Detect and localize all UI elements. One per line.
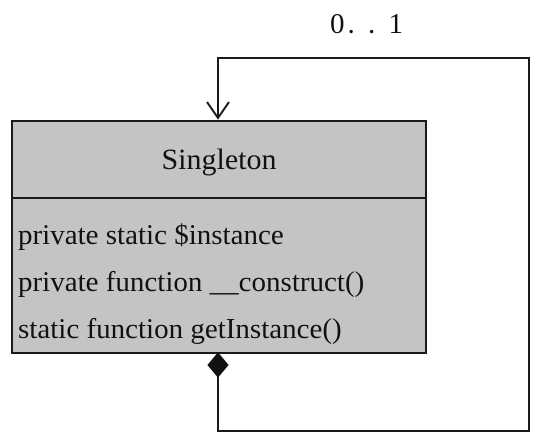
singleton-class-box: Singleton private static $instance priva… <box>11 120 427 354</box>
class-members: private static $instance private functio… <box>13 199 425 353</box>
member-get-instance: static function getInstance() <box>18 313 342 345</box>
composition-diamond <box>207 352 229 378</box>
multiplicity-label: 0. . 1 <box>330 8 406 40</box>
member-instance-field: private static $instance <box>18 219 284 251</box>
member-constructor: private function __construct() <box>18 266 365 298</box>
open-arrowhead <box>206 101 230 120</box>
class-name: Singleton <box>13 122 425 199</box>
association-line <box>217 57 530 432</box>
